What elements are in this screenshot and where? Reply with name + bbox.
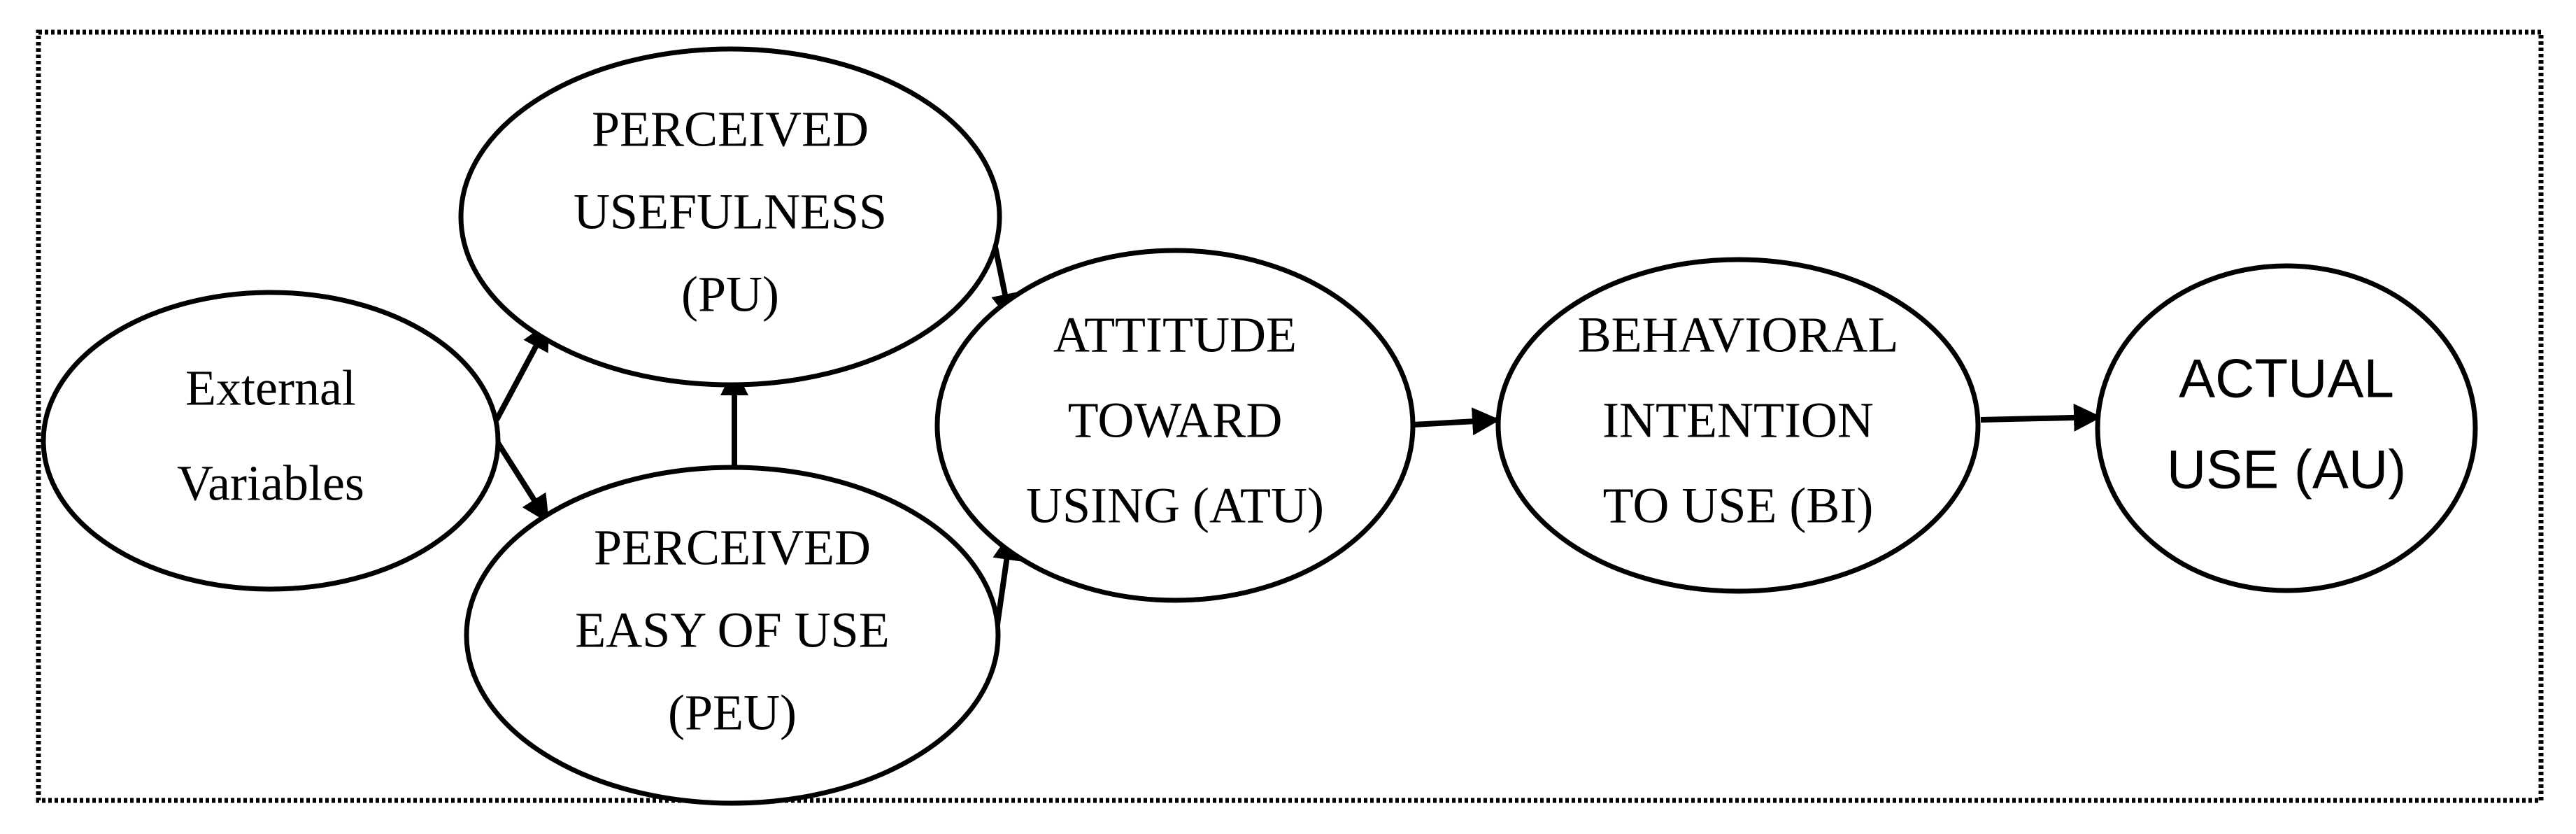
node-perceived-easy-of-use-label-line: PERCEIVED — [594, 520, 871, 576]
node-layer: ExternalVariablesPERCEIVEDUSEFULNESS(PU)… — [41, 46, 2478, 806]
node-perceived-easy-of-use-label-line: (PEU) — [668, 685, 797, 741]
node-external-variables-ellipse — [41, 290, 501, 592]
node-attitude-toward-using-ellipse — [934, 248, 1416, 603]
node-attitude-toward-using-label-line: USING (ATU) — [1026, 478, 1324, 534]
node-actual-use: ACTUAL USE (AU) — [2095, 263, 2478, 593]
node-external-variables-label-line: External — [185, 360, 356, 416]
node-external-variables-label-line: Variables — [177, 455, 364, 511]
node-perceived-usefulness-label-line: PERCEIVED — [592, 101, 869, 157]
node-actual-use-label-line: ACTUAL — [2179, 348, 2394, 409]
node-behavioral-intention-label-line: BEHAVIORAL — [1578, 307, 1899, 363]
arrow-atu-to-bi — [1400, 407, 1501, 436]
node-behavioral-intention-label-line: INTENTION — [1602, 393, 1874, 448]
node-behavioral-intention-label-line: TO USE (BI) — [1603, 478, 1874, 534]
node-behavioral-intention-ellipse — [1495, 257, 1981, 594]
node-attitude-toward-using-label-line: TOWARD — [1068, 393, 1283, 448]
arrow-ext-to-peu — [494, 439, 552, 525]
node-attitude-toward-using: ATTITUDE TOWARD USING (ATU) — [934, 248, 1416, 603]
node-perceived-usefulness-label-line: USEFULNESS — [574, 184, 887, 240]
node-perceived-easy-of-use-label-line: EASY OF USE — [575, 602, 889, 658]
node-perceived-easy-of-use-ellipse — [464, 465, 1001, 806]
arrow-bi-to-au — [1980, 403, 2102, 432]
node-actual-use-ellipse — [2095, 263, 2478, 593]
node-perceived-usefulness-ellipse — [458, 46, 1002, 388]
node-behavioral-intention: BEHAVIORAL INTENTION TO USE (BI) — [1495, 257, 1981, 594]
node-perceived-usefulness: PERCEIVED USEFULNESS (PU) — [458, 46, 1002, 388]
node-perceived-usefulness-label-line: (PU) — [681, 267, 779, 323]
node-attitude-toward-using-label-line: ATTITUDE — [1053, 307, 1297, 363]
node-actual-use-label-line: USE (AU) — [2167, 439, 2406, 500]
node-perceived-easy-of-use: PERCEIVED EASY OF USE (PEU) — [464, 465, 1001, 806]
dotted-frame — [36, 29, 2544, 803]
